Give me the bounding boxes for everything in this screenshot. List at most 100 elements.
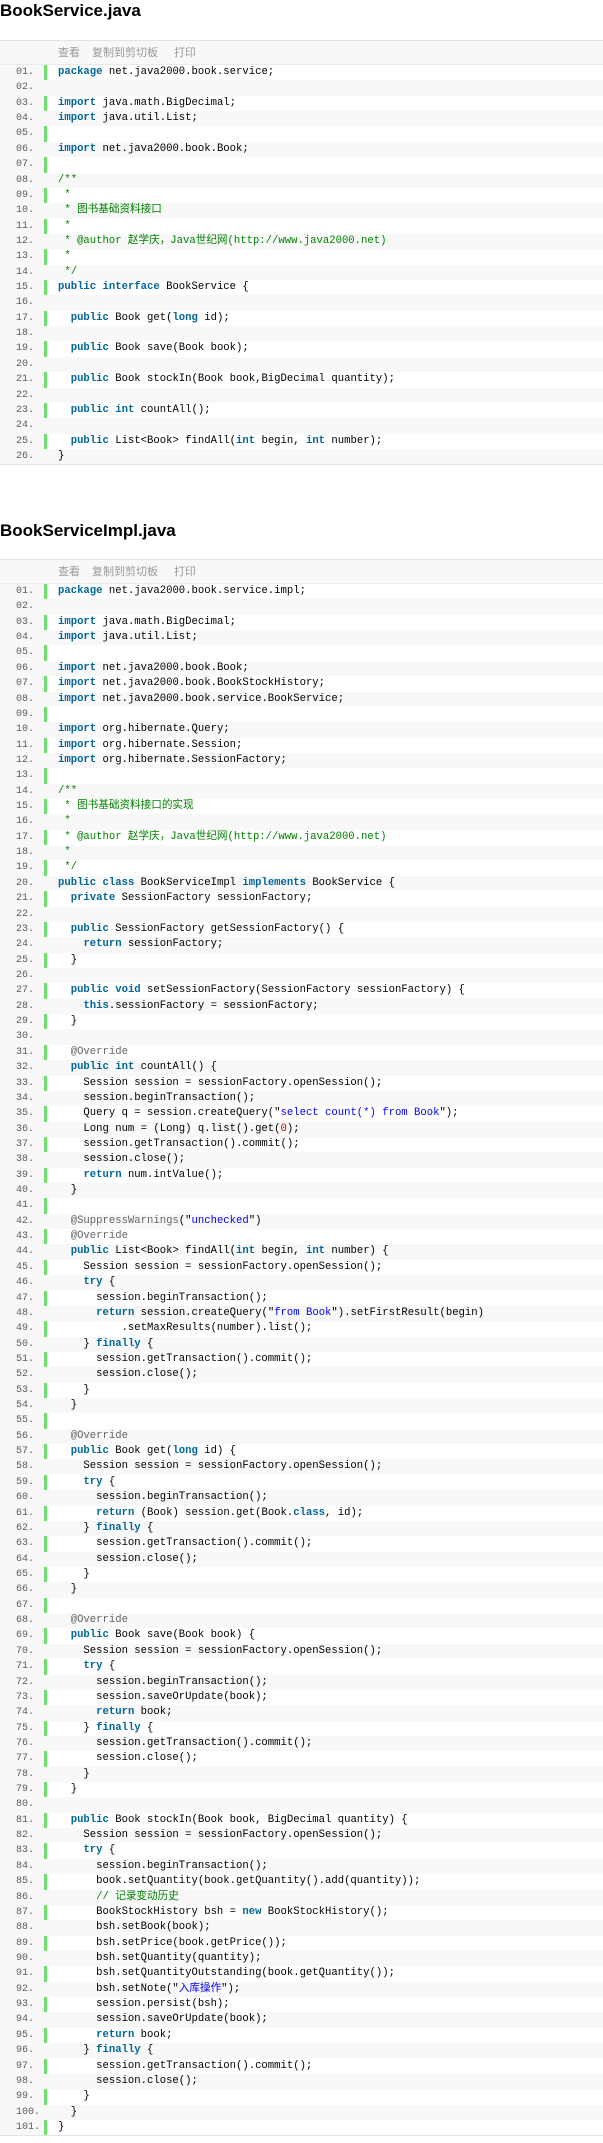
line-number: 67. <box>16 1599 35 1611</box>
code-text: session.getTransaction().commit(); <box>58 1736 313 1749</box>
code-text: } <box>58 1767 90 1780</box>
code-line: 80. <box>0 1797 603 1813</box>
print-link[interactable]: 打印 <box>174 46 196 59</box>
code-text: } <box>58 1783 78 1796</box>
line-number: 19. <box>16 862 35 874</box>
line-number: 13. <box>16 770 35 782</box>
code-text: BookStockHistory bsh = new BookStockHist… <box>58 1905 389 1918</box>
line-number: 54. <box>16 1400 35 1412</box>
line-number: 66. <box>16 1584 35 1596</box>
code-line: 02. <box>0 599 603 615</box>
code-line: 101.} <box>0 2120 603 2135</box>
code-line: 44. public List<Book> findAll(int begin,… <box>0 1244 603 1260</box>
code-lines: 01.package net.java2000.book.service;02.… <box>0 65 603 465</box>
line-number: 75. <box>16 1722 35 1734</box>
code-line: 09. * <box>0 188 603 203</box>
code-line: 76. session.getTransaction().commit(); <box>0 1735 603 1752</box>
print-link[interactable]: 打印 <box>174 565 196 578</box>
code-line: 95. return book; <box>0 2028 603 2043</box>
line-number: 12. <box>16 754 35 766</box>
code-line: 64. session.close(); <box>0 1551 603 1567</box>
line-number: 68. <box>16 1615 35 1627</box>
code-line: 23. public SessionFactory getSessionFact… <box>0 922 603 937</box>
code-line: 27. public void setSessionFactory(Sessio… <box>0 983 603 998</box>
line-number: 15. <box>16 282 35 294</box>
line-number: 15. <box>16 801 35 813</box>
code-line: 29. } <box>0 1014 603 1029</box>
line-number: 51. <box>16 1353 35 1365</box>
code-text: Long num = (Long) q.list().get(0); <box>58 1122 300 1135</box>
line-number: 79. <box>16 1784 35 1796</box>
code-text: * <box>64 815 71 828</box>
line-number: 20. <box>16 877 35 889</box>
code-line: 62. } finally { <box>0 1520 603 1537</box>
code-text: session.getTransaction().commit(); <box>58 2059 313 2072</box>
code-text: public Book get(long id); <box>70 311 230 324</box>
code-line: 36. Long num = (Long) q.list().get(0); <box>0 1121 603 1137</box>
code-text: import net.java2000.book.Book; <box>58 661 249 674</box>
line-number: 03. <box>16 616 35 628</box>
code-text: public Book stockIn(Book book, BigDecima… <box>70 1813 408 1826</box>
line-number: 62. <box>16 1522 35 1534</box>
line-number: 83. <box>16 1845 35 1857</box>
copy-to-clipboard-link[interactable]: 复制到剪切板 <box>92 46 158 59</box>
line-number: 01. <box>16 67 35 78</box>
code-line: 69. public Book save(Book book) { <box>0 1628 603 1643</box>
code-text: bsh.setQuantityOutstanding(book.getQuant… <box>58 1967 395 1980</box>
line-number: 57. <box>16 1446 35 1458</box>
code-line: 26. <box>0 967 603 984</box>
code-toolbar: 查看 复制到剪切板 打印 <box>0 41 603 65</box>
code-block-bookserviceimpl: 查看 复制到剪切板 打印 01.package net.java2000.boo… <box>0 559 603 2137</box>
code-line: 09. <box>0 707 603 722</box>
code-text: package net.java2000.book.service; <box>58 66 275 78</box>
code-line: 41. <box>0 1198 603 1213</box>
code-text: try { <box>83 1276 116 1289</box>
line-number: 94. <box>16 2014 35 2026</box>
code-line: 55. <box>0 1413 603 1428</box>
line-number: 31. <box>16 1046 35 1058</box>
line-number: 101. <box>16 2121 41 2133</box>
code-block-bookservice: 查看 复制到剪切板 打印 01. package net.java2000.boo… <box>0 40 603 466</box>
view-source-link[interactable]: 查看 <box>58 46 80 59</box>
code-text: import net.java2000.book.Book; <box>58 142 249 155</box>
line-number: 72. <box>16 1676 35 1688</box>
code-line: 99. } <box>0 2089 603 2104</box>
line-number: 24. <box>16 420 35 432</box>
line-number: 52. <box>16 1369 35 1381</box>
copy-to-clipboard-link[interactable]: 复制到剪切板 <box>92 565 158 578</box>
code-line: 57. public Book get(long id) { <box>0 1444 603 1459</box>
code-text: } <box>58 1383 90 1396</box>
line-number: 44. <box>16 1246 35 1258</box>
line-number: 56. <box>16 1430 35 1442</box>
code-text: public interface BookService { <box>58 281 249 294</box>
code-text: } <box>58 1184 78 1197</box>
line-number: 33. <box>16 1077 35 1089</box>
code-line: 46. try { <box>0 1275 603 1291</box>
code-line: 06.import net.java2000.book.Book; <box>0 660 603 677</box>
code-text: } <box>58 1568 90 1580</box>
code-line: 63. session.getTransaction().commit(); <box>0 1536 603 1551</box>
code-line: 18. <box>0 326 603 342</box>
code-line: 67. <box>0 1598 603 1613</box>
code-line: 60. session.beginTransaction(); <box>0 1490 603 1506</box>
code-line: 08./** <box>0 172 603 188</box>
code-text: } <box>58 2120 65 2133</box>
code-line: 88. bsh.setBook(book); <box>0 1920 603 1936</box>
line-number: 93. <box>16 1999 35 2011</box>
code-text: * <box>64 846 71 859</box>
line-number: 60. <box>16 1492 35 1504</box>
code-line: 03.import java.math.BigDecimal; <box>0 96 603 111</box>
code-line: 04.import java.util.List; <box>0 111 603 127</box>
code-line: 25. } <box>0 953 603 968</box>
code-text: try { <box>83 1475 116 1488</box>
line-number: 13. <box>16 251 35 263</box>
code-text: import org.hibernate.Session; <box>58 738 243 751</box>
view-source-link[interactable]: 查看 <box>58 565 80 578</box>
code-line: 84. session.beginTransaction(); <box>0 1858 603 1875</box>
line-number: 25. <box>16 435 35 447</box>
code-line: 87. BookStockHistory bsh = new BookStock… <box>0 1905 603 1920</box>
line-number: 07. <box>16 159 35 171</box>
code-text: } finally { <box>58 1337 154 1350</box>
line-number: 26. <box>16 450 35 462</box>
line-number: 71. <box>16 1661 35 1673</box>
